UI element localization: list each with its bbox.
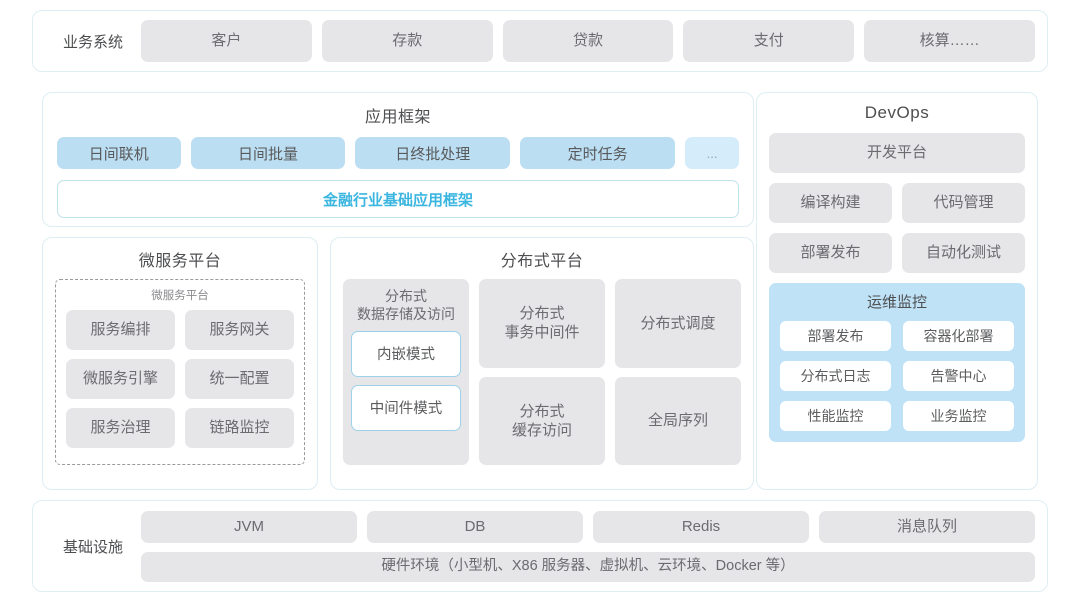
devops-tiles: 编译构建 代码管理 部署发布 自动化测试	[769, 183, 1025, 273]
application-framework-title: 应用框架	[364, 109, 431, 126]
micro-trace-monitoring[interactable]: 链路监控	[185, 408, 294, 448]
distributed-storage-card[interactable]: 分布式 数据存储及访问 内嵌模式 中间件模式	[343, 279, 469, 465]
ops-alert-center[interactable]: 告警中心	[902, 360, 1015, 392]
ops-deploy-release[interactable]: 部署发布	[779, 320, 892, 352]
distributed-platform-tiles: 分布式 事务中间件 分布式调度 分布式 缓存访问 全局序列	[479, 279, 741, 465]
micro-unified-config[interactable]: 统一配置	[185, 359, 294, 399]
microservice-platform-title: 微服务平台	[138, 253, 222, 270]
middle-block: 应用框架 日间联机 日间批量 日终批处理 定时任务 ... 金融行业基础应用框架…	[42, 92, 1038, 490]
infra-jvm[interactable]: JVM	[141, 510, 357, 543]
financial-base-framework-banner[interactable]: 金融行业基础应用框架	[57, 180, 739, 218]
platform-column: 应用框架 日间联机 日间批量 日终批处理 定时任务 ... 金融行业基础应用框架…	[42, 92, 754, 490]
micro-service-engine[interactable]: 微服务引擎	[66, 359, 175, 399]
devops-dev-platform[interactable]: 开发平台	[769, 133, 1025, 173]
ops-monitoring-tiles: 部署发布 容器化部署 分布式日志 告警中心 性能监控 业务监控	[779, 320, 1015, 432]
infrastructure-section: 基础设施 JVM DB Redis 消息队列 硬件环境（小型机、X86 服务器、…	[32, 500, 1048, 592]
business-system-payment[interactable]: 支付	[683, 20, 855, 62]
storage-mode-embedded[interactable]: 内嵌模式	[351, 330, 461, 377]
application-framework-tiles: 日间联机 日间批量 日终批处理 定时任务 ...	[57, 137, 739, 169]
business-systems-tiles: 客户 存款 贷款 支付 核算……	[141, 20, 1035, 62]
micro-service-orchestration[interactable]: 服务编排	[66, 310, 175, 350]
business-system-customer[interactable]: 客户	[141, 20, 312, 62]
microservice-platform-dashed-group: 微服务平台 服务编排 服务网关 微服务引擎 统一配置 服务治理 链路监控	[55, 279, 305, 465]
appfw-more-icon[interactable]: ...	[685, 137, 739, 169]
infrastructure-label: 基础设施	[62, 538, 123, 556]
appfw-daytime-batch[interactable]: 日间批量	[190, 137, 346, 169]
distributed-platform-title: 分布式平台	[500, 253, 584, 270]
devops-compile-build[interactable]: 编译构建	[769, 183, 892, 223]
devops-automated-testing[interactable]: 自动化测试	[902, 233, 1025, 273]
infrastructure-body: JVM DB Redis 消息队列 硬件环境（小型机、X86 服务器、虚拟机、云…	[141, 510, 1035, 582]
devops-title: DevOps	[864, 103, 930, 122]
appfw-eod-batch[interactable]: 日终批处理	[355, 137, 511, 169]
devops-deploy-release[interactable]: 部署发布	[769, 233, 892, 273]
appfw-daytime-online[interactable]: 日间联机	[57, 137, 181, 169]
micro-service-gateway[interactable]: 服务网关	[185, 310, 294, 350]
dist-scheduling[interactable]: 分布式调度	[615, 279, 741, 368]
infrastructure-tiles: JVM DB Redis 消息队列	[141, 510, 1035, 543]
microservice-platform-section: 微服务平台 微服务平台 服务编排 服务网关 微服务引擎 统一配置 服务治理 链路…	[42, 237, 318, 490]
ops-performance-monitoring[interactable]: 性能监控	[779, 400, 892, 432]
devops-section: DevOps 开发平台 编译构建 代码管理 部署发布 自动化测试 运维监控 部署…	[756, 92, 1038, 490]
devops-column: DevOps 开发平台 编译构建 代码管理 部署发布 自动化测试 运维监控 部署…	[756, 92, 1038, 490]
ops-monitoring-panel: 运维监控 部署发布 容器化部署 分布式日志 告警中心 性能监控 业务监控	[769, 283, 1025, 442]
ops-monitoring-title: 运维监控	[866, 294, 927, 311]
distributed-platform-section: 分布式平台 分布式 数据存储及访问 内嵌模式 中间件模式 分布式 事务中间件 分…	[330, 237, 754, 490]
business-systems-label: 业务系统	[62, 33, 123, 51]
ops-distributed-log[interactable]: 分布式日志	[779, 360, 892, 392]
microservice-platform-tiles: 服务编排 服务网关 微服务引擎 统一配置 服务治理 链路监控	[66, 310, 294, 448]
business-system-accounting[interactable]: 核算……	[864, 20, 1035, 62]
storage-mode-middleware[interactable]: 中间件模式	[351, 384, 461, 431]
distributed-platform-body: 分布式 数据存储及访问 内嵌模式 中间件模式 分布式 事务中间件 分布式调度 分…	[343, 279, 741, 465]
business-system-deposit[interactable]: 存款	[321, 20, 493, 62]
dist-global-sequence[interactable]: 全局序列	[615, 376, 741, 465]
dist-cache-access[interactable]: 分布式 缓存访问	[479, 376, 605, 465]
infra-db[interactable]: DB	[367, 510, 583, 543]
appfw-scheduled-task[interactable]: 定时任务	[520, 137, 676, 169]
infra-hardware-environment[interactable]: 硬件环境（小型机、X86 服务器、虚拟机、云环境、Docker 等）	[141, 551, 1035, 582]
distributed-storage-title: 分布式 数据存储及访问	[357, 288, 455, 322]
distributed-storage-column: 分布式 数据存储及访问 内嵌模式 中间件模式	[343, 279, 469, 465]
infra-redis[interactable]: Redis	[593, 510, 809, 543]
business-systems-section: 业务系统 客户 存款 贷款 支付 核算……	[32, 10, 1048, 72]
devops-code-management[interactable]: 代码管理	[902, 183, 1025, 223]
ops-business-monitoring[interactable]: 业务监控	[902, 400, 1015, 432]
infra-message-queue[interactable]: 消息队列	[819, 510, 1035, 543]
microservice-platform-subtitle: 微服务平台	[151, 290, 209, 302]
dist-transaction-middleware[interactable]: 分布式 事务中间件	[479, 279, 605, 368]
micro-service-governance[interactable]: 服务治理	[66, 408, 175, 448]
business-system-loan[interactable]: 贷款	[502, 20, 674, 62]
application-framework-section: 应用框架 日间联机 日间批量 日终批处理 定时任务 ... 金融行业基础应用框架	[42, 92, 754, 227]
ops-containerized-deploy[interactable]: 容器化部署	[902, 320, 1015, 352]
